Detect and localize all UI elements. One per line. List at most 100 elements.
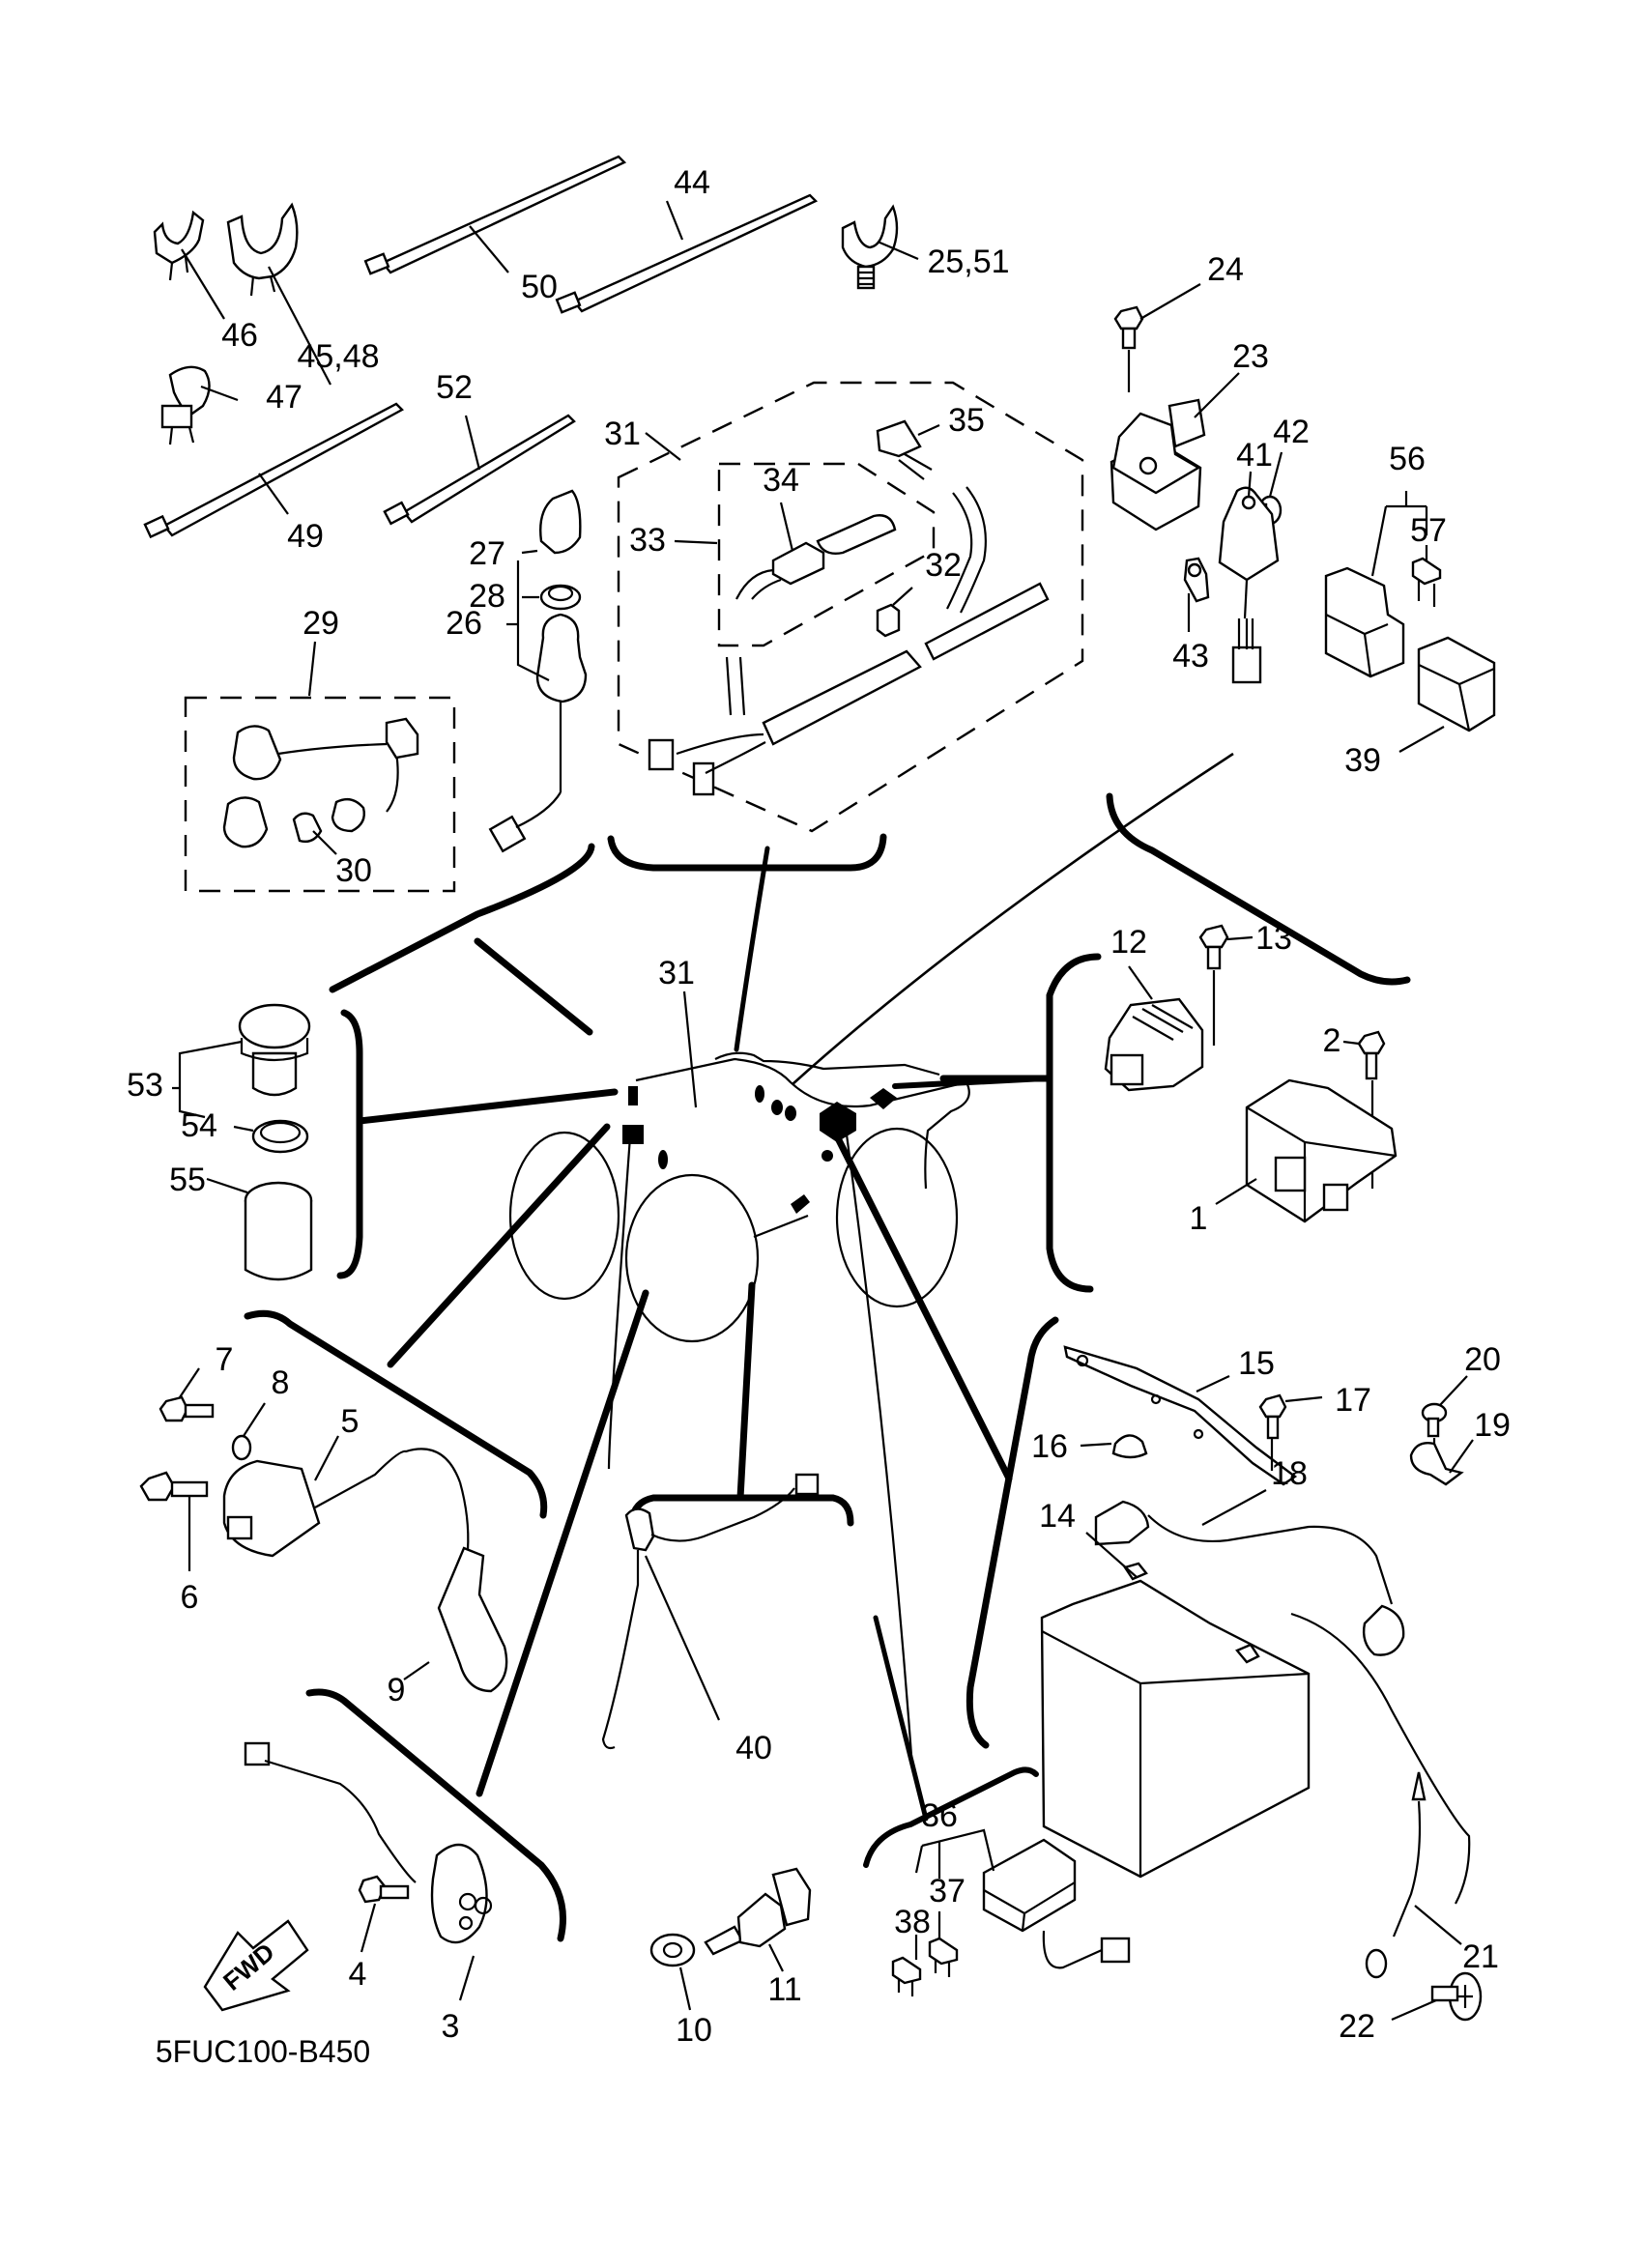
callout-3: 3 [442,2008,460,2045]
clamp-45-48-icon [226,202,299,297]
bolt-6-icon [139,1471,209,1502]
callout-25-51: 25,51 [927,244,1009,280]
clamp-screw-25-51-icon [841,204,899,290]
callout-15: 15 [1238,1345,1275,1382]
callout-31-center: 31 [658,955,695,991]
cap-55-icon [244,1181,313,1281]
callout-35: 35 [948,402,985,439]
callout-27: 27 [469,535,505,572]
callout-39: 39 [1344,742,1381,779]
clamp-46-icon [153,210,205,281]
socket-53-icon [238,1003,311,1097]
callout-10: 10 [676,2012,712,2049]
callout-44: 44 [674,164,710,201]
callout-38: 38 [894,1904,931,1940]
callout-54: 54 [181,1107,217,1144]
key-cap-27-icon [539,489,582,555]
cable-tie-44-icon [555,193,819,314]
callout-42: 42 [1273,414,1310,450]
harness-bundle-icon [648,582,1050,796]
callout-32: 32 [925,547,962,584]
callout-52: 52 [436,369,473,406]
callout-41: 41 [1236,437,1273,474]
clamp-19-icon [1409,1442,1464,1486]
fuse-box-56-icon [1324,566,1405,678]
callout-16: 16 [1031,1428,1068,1465]
callout-33: 33 [629,522,666,559]
fuse-37-icon [928,1937,959,1977]
cable-tie-49-icon [143,402,404,539]
vehicle-outline-icon [508,1051,970,1343]
callout-40: 40 [735,1730,772,1766]
main-switch-26-icon [488,613,588,853]
callout-17: 17 [1335,1382,1371,1419]
spark-plug-cap-9-icon [437,1481,508,1693]
bolt-17-icon [1258,1393,1287,1471]
fuse-57-icon [1411,557,1442,607]
starter-relay-23-icon [1110,398,1206,531]
nut-54-icon [251,1119,309,1154]
lead-set-29-icon [222,717,419,848]
callout-24: 24 [1207,251,1244,288]
callout-8: 8 [272,1364,290,1401]
callout-20: 20 [1464,1341,1501,1378]
connector-32-icon [876,603,901,638]
callout-26: 26 [446,605,482,642]
relay-41-icon [1218,486,1280,684]
callout-23: 23 [1232,338,1269,375]
screw-22-icon [1430,1971,1483,2022]
callout-19: 19 [1474,1407,1511,1444]
rivet-20-icon [1421,1402,1448,1465]
callout-22: 22 [1339,2008,1375,2045]
cable-tie-52-icon [383,414,576,526]
callout-49: 49 [287,518,324,555]
fuse-38-icon [891,1956,922,1996]
callout-9: 9 [388,1672,406,1708]
bolt-7-icon [159,1395,215,1422]
callout-13: 13 [1255,920,1292,957]
bolt-13-icon [1198,924,1229,1046]
callout-43: 43 [1172,638,1209,675]
callout-14: 14 [1039,1498,1076,1535]
nut-28-icon [539,584,582,611]
callout-1: 1 [1190,1200,1208,1237]
bolt-24-icon [1113,305,1144,392]
callout-2: 2 [1323,1022,1341,1059]
thermo-switch-11-icon [704,1867,812,1956]
neutral-switch-3-icon [244,1741,493,1944]
ground-lead-21-icon [1290,1612,1471,1979]
callout-6: 6 [181,1579,199,1616]
callout-37: 37 [929,1873,966,1909]
harness-components-icon [622,1085,897,1214]
callout-55: 55 [169,1162,206,1198]
callout-53: 53 [127,1067,163,1104]
rectifier-regulator-12-icon [1104,997,1204,1092]
fwd-arrow-icon: FWD [203,1919,309,2012]
connector-34-icon [735,514,897,600]
callout-47: 47 [266,379,303,416]
callout-11: 11 [767,1971,801,2008]
callout-31: 31 [604,416,641,452]
callout-46: 46 [221,317,258,354]
battery-band-15-icon [1063,1345,1298,1486]
callout-56: 56 [1389,441,1426,477]
clip-43-icon [1183,557,1210,603]
ignition-coil-5-icon [222,1448,462,1558]
callout-12: 12 [1110,924,1147,961]
damper-16-icon [1111,1434,1148,1459]
cap-35-icon [876,419,987,614]
callout-50: 50 [521,269,558,305]
relay-unit-39-icon [1417,636,1496,732]
washer-8-icon [231,1434,252,1461]
drawing-code: 5FUC100-B450 [156,2034,370,2069]
battery-14-icon [1040,1562,1311,1879]
fuse-box-36-icon [982,1838,1131,1969]
gasket-10-icon [649,1933,696,1967]
clamp-47-icon [160,365,211,445]
callout-30: 30 [335,852,372,889]
callout-28: 28 [469,578,505,615]
callout-45-48: 45,48 [297,338,379,375]
brake-switch-40-icon [601,1473,820,1750]
callout-57: 57 [1410,512,1447,549]
